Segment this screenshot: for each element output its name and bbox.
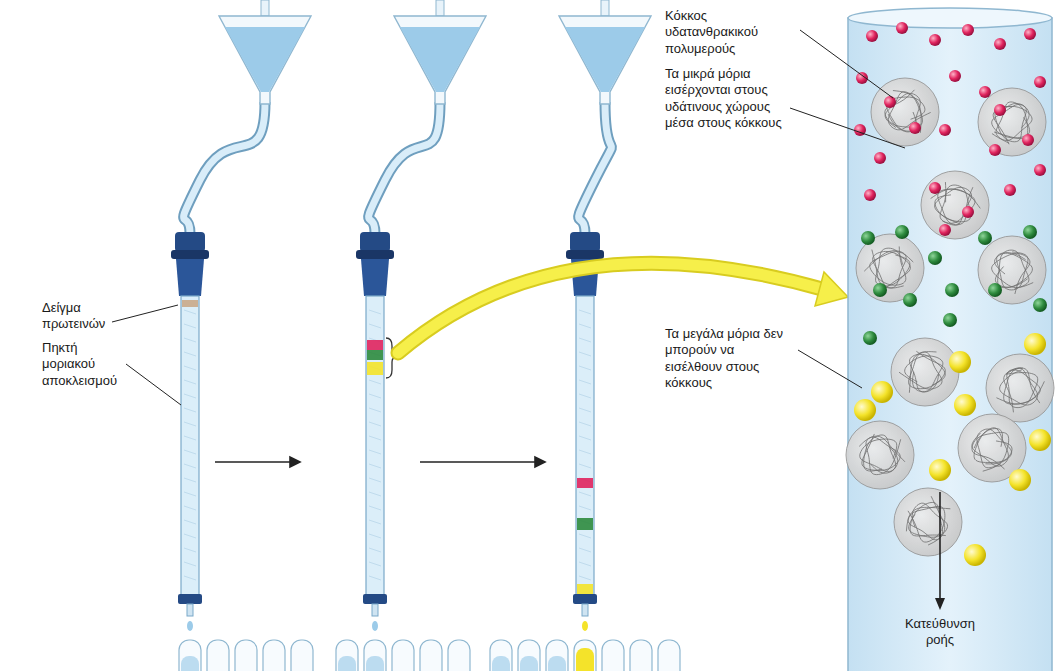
callout-label: Τα μεγάλα μόρια δεν μπορούν να εισέλθουν…	[665, 326, 793, 391]
callout-label: Κόκκος υδατανθρακικού πολυμερούς	[665, 8, 795, 57]
flow-label: Κατεύθυνση ροής	[895, 616, 985, 649]
process-arrows	[215, 457, 545, 467]
callout-label: Τα μικρά μόρια εισέρχονται στους υδάτινο…	[665, 66, 783, 131]
magnified-column	[846, 8, 1054, 671]
leader-lines	[112, 30, 905, 405]
chromatography-column	[559, 0, 651, 631]
columns	[171, 0, 651, 631]
chromatography-column	[171, 0, 311, 631]
callout-label: Πηκτή μοριακού αποκλεισμού	[42, 340, 124, 389]
flow-arrow	[935, 492, 945, 610]
test-tubes	[179, 640, 680, 671]
chromatography-column	[356, 0, 486, 631]
callout-label: Δείγμα πρωτεινών	[42, 300, 114, 333]
